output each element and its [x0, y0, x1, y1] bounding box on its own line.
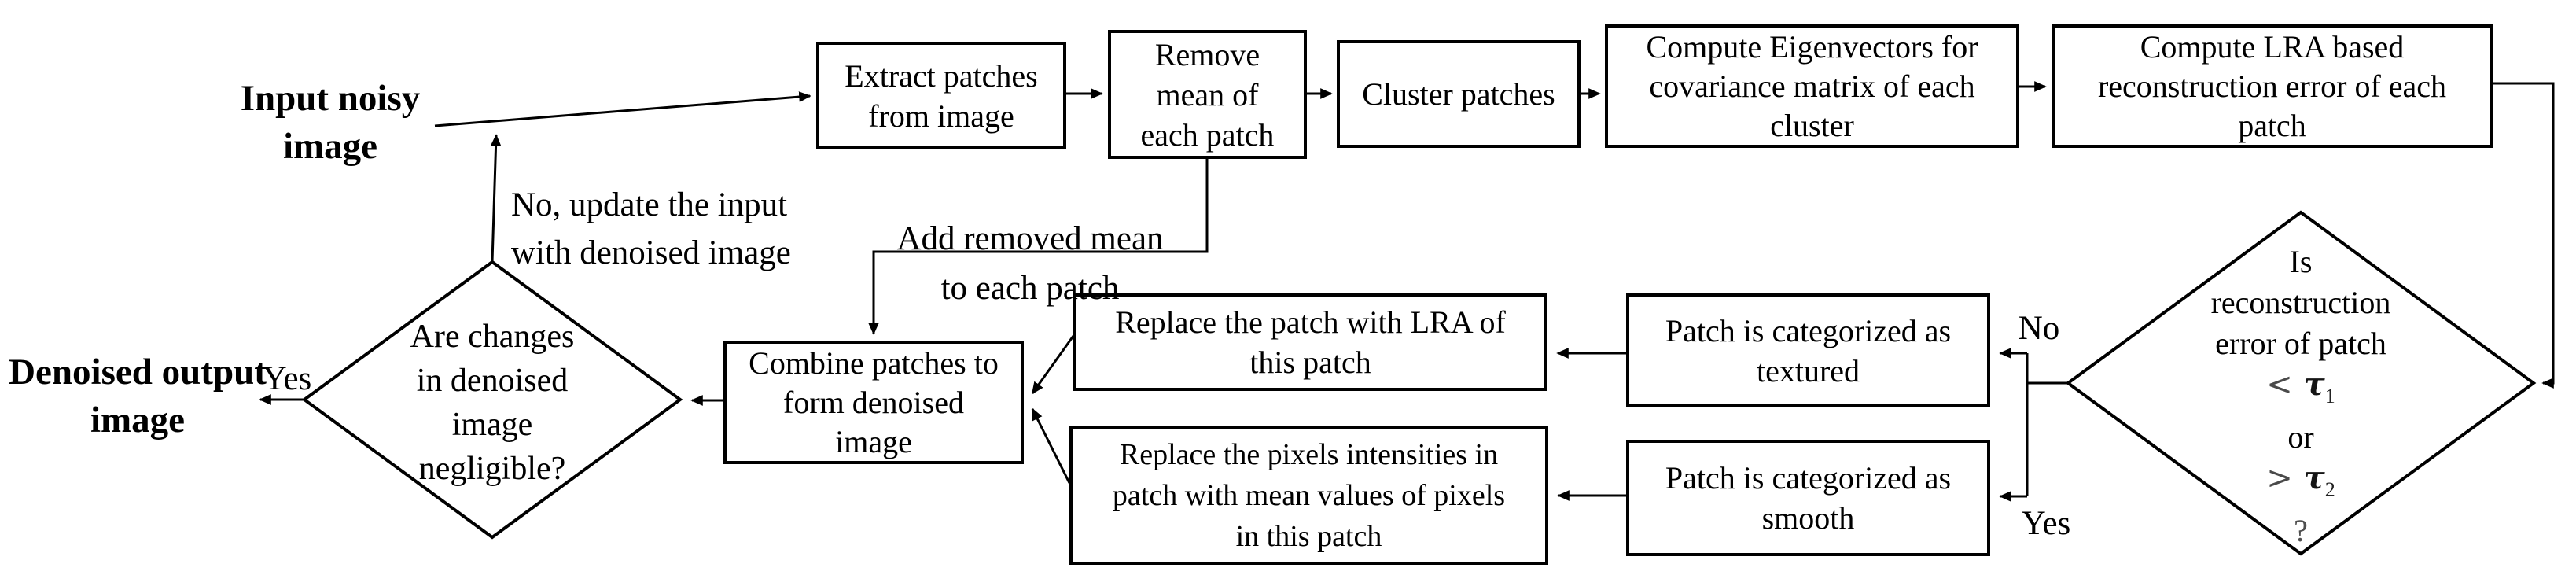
node-text: each patch — [1140, 116, 1275, 153]
threshold-tau2: >τ2 — [2266, 459, 2335, 501]
edge-label-no-update: No, update the input with denoised image — [511, 186, 791, 271]
node-categorized-smooth: Patch is categorized as smooth — [1626, 440, 1990, 556]
edge-feedback-no-update — [490, 134, 502, 263]
node-text: this patch — [1249, 345, 1371, 380]
node-text: Patch is categorized as — [1665, 460, 1952, 496]
threshold-tau1: <τ1 — [2266, 366, 2335, 407]
node-text: Extract patches — [845, 57, 1038, 94]
edge-label-yes-smooth: Yes — [2021, 505, 2071, 542]
tau-symbol: τ — [2303, 459, 2325, 496]
edge-lra-to-decision — [2493, 82, 2555, 389]
node-text: form denoised — [783, 384, 964, 420]
edge-input-to-extract — [434, 91, 811, 127]
edge-label-yes-output: Yes — [262, 360, 312, 397]
node-text: in this patch — [1235, 519, 1382, 553]
node-compute-lra-error: Compute LRA based reconstruction error o… — [2052, 24, 2493, 148]
denoised-output-image-label: Denoised output image — [9, 352, 267, 440]
node-categorized-textured: Patch is categorized as textured — [1626, 293, 1990, 407]
node-text: Compute LRA based — [2140, 28, 2405, 65]
decision-changes-text: Are changes in denoised image negligible… — [410, 319, 575, 487]
node-text: Patch is categorized as — [1665, 312, 1952, 348]
decision-diamond-threshold — [2065, 210, 2537, 556]
node-text: Compute Eigenvectors for — [1646, 28, 1978, 65]
node-combine-patches: Combine patches to form denoised image — [723, 341, 1024, 464]
node-text: Combine patches to — [749, 345, 999, 381]
tau-symbol: τ — [2303, 366, 2325, 403]
node-text: Replace the pixels intensities in — [1119, 437, 1499, 471]
edge-replacepixels-to-combine — [1031, 407, 1071, 484]
edge-addmean-elbow — [868, 159, 1209, 335]
node-extract-patches: Extract patches from image — [816, 42, 1066, 149]
node-cluster-patches: Cluster patches — [1337, 40, 1581, 148]
node-text: smooth — [1761, 500, 1855, 536]
edge-label-no-textured: No — [2018, 310, 2060, 347]
node-replace-with-mean: Replace the pixels intensities in patch … — [1069, 426, 1548, 565]
edge-replacelra-to-combine — [1031, 335, 1075, 395]
input-noisy-image-label: Input noisy image — [240, 78, 421, 167]
node-text: patch with mean values of pixels — [1112, 478, 1506, 512]
decision-threshold-text: Is reconstruction error of patch <τ1 or … — [2128, 241, 2474, 551]
node-text: patch — [2238, 107, 2306, 143]
node-text: textured — [1756, 352, 1860, 389]
node-text: Replace the patch with LRA of — [1115, 304, 1506, 340]
node-replace-with-lra: Replace the patch with LRA of this patch — [1073, 293, 1547, 391]
node-text: Remove — [1154, 36, 1260, 72]
node-text: reconstruction error of each — [2097, 68, 2447, 104]
node-text: from image — [868, 98, 1014, 134]
node-text: image — [835, 423, 912, 459]
node-text: Cluster patches — [1362, 76, 1555, 112]
node-text: cluster — [1770, 107, 1854, 143]
node-remove-mean: Remove mean of each patch — [1108, 30, 1307, 159]
node-compute-eigenvectors: Compute Eigenvectors for covariance matr… — [1605, 24, 2019, 148]
edge-label-add-mean: Add removed mean to each patch — [896, 220, 1164, 307]
node-text: mean of — [1156, 76, 1259, 112]
node-text: covariance matrix of each — [1649, 68, 1975, 104]
decision-diamond-changes — [301, 260, 683, 540]
